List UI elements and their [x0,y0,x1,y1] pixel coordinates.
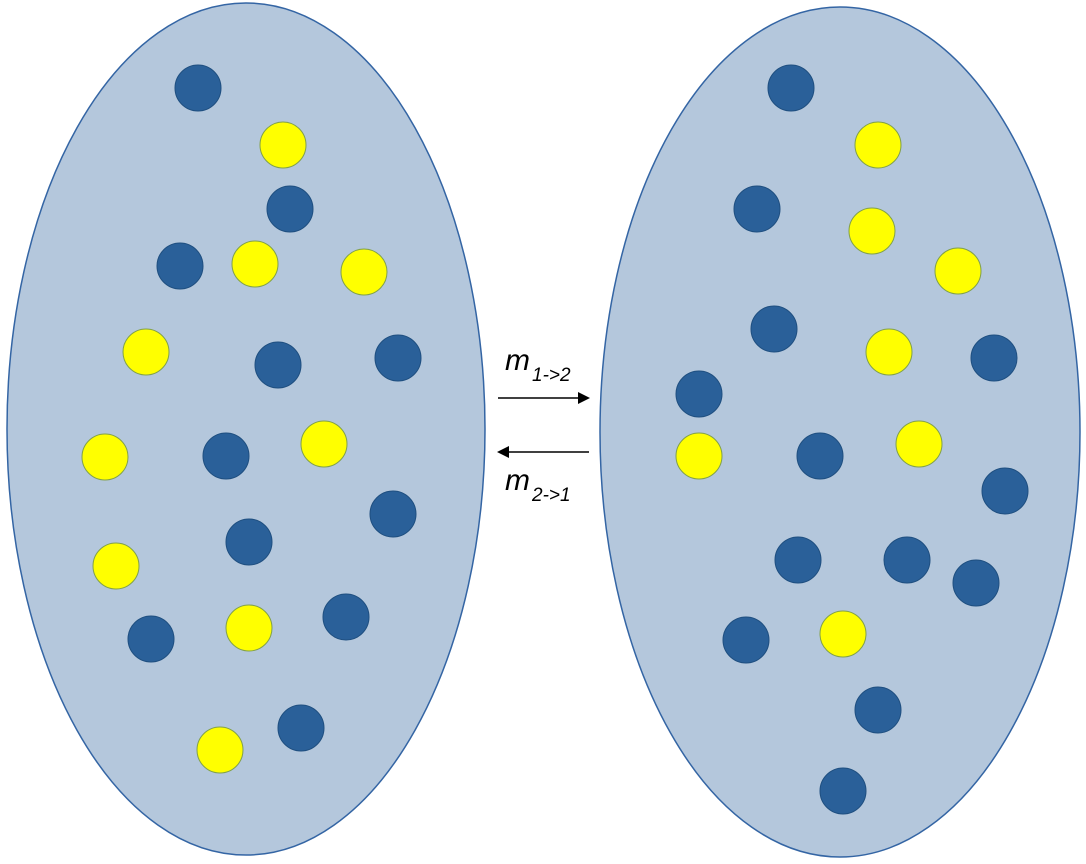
population-1-individuals [81,64,422,774]
blue-individual [266,185,314,233]
yellow-individual [848,207,896,255]
blue-individual [174,64,222,112]
blue-individual [883,536,931,584]
blue-individual [225,518,273,566]
migration-symbol: m [505,464,530,497]
blue-individual [970,334,1018,382]
yellow-individual [340,248,388,296]
blue-individual [981,467,1029,515]
blue-individual [675,370,723,418]
yellow-individual [819,610,867,658]
yellow-individual [81,433,129,481]
yellow-individual [854,121,902,169]
blue-individual [202,432,250,480]
yellow-individual [865,328,913,376]
blue-individual [774,536,822,584]
blue-individual [369,490,417,538]
population-2-ellipse [599,6,1081,858]
yellow-individual [122,328,170,376]
migration-subscript: 1->2 [532,365,571,386]
blue-individual [767,64,815,112]
migration-subscript: 2->1 [531,485,571,506]
population-1-ellipse [6,2,486,856]
yellow-individual [259,121,307,169]
yellow-individual [231,240,279,288]
population-1 [6,2,486,856]
blue-individual [722,616,770,664]
yellow-individual [196,726,244,774]
yellow-individual [675,432,723,480]
yellow-individual [895,420,943,468]
blue-individual [374,334,422,382]
blue-individual [854,686,902,734]
blue-individual [127,615,175,663]
blue-individual [733,185,781,233]
yellow-individual [934,247,982,295]
blue-individual [819,767,867,815]
population-2-individuals [675,64,1029,815]
yellow-individual [300,420,348,468]
blue-individual [277,704,325,752]
blue-individual [796,432,844,480]
population-2 [599,6,1081,858]
yellow-individual [92,542,140,590]
blue-individual [952,559,1000,607]
blue-individual [254,341,302,389]
blue-individual [750,305,798,353]
blue-individual [156,242,204,290]
migration-symbol: m [505,344,530,377]
yellow-individual [225,604,273,652]
blue-individual [322,593,370,641]
